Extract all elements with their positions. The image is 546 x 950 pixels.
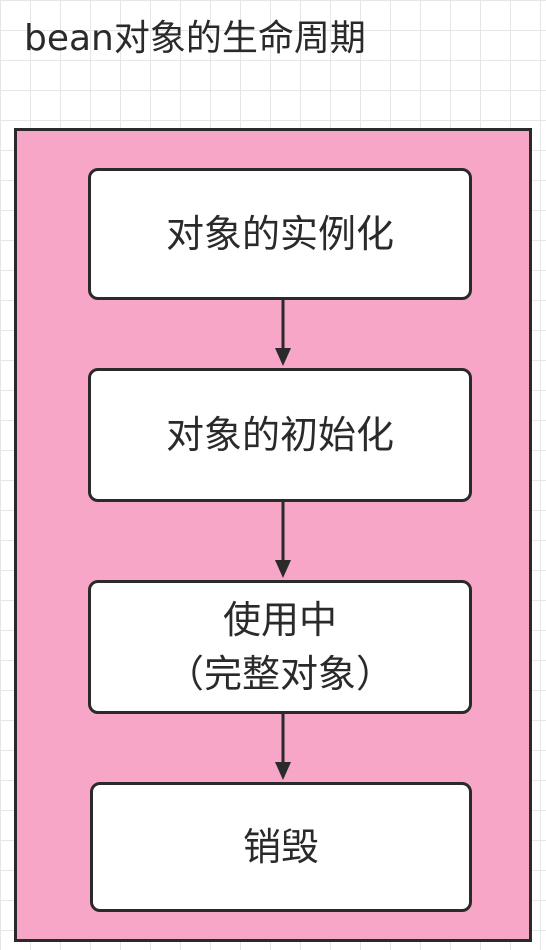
step-in-use: 使用中 （完整对象） bbox=[88, 580, 472, 714]
arrow-3 bbox=[275, 714, 291, 780]
step-instantiation-label: 对象的实例化 bbox=[165, 212, 394, 256]
step-destruction: 销毁 bbox=[90, 782, 472, 912]
arrow-2 bbox=[275, 502, 291, 578]
step-instantiation: 对象的实例化 bbox=[88, 168, 472, 300]
diagram-title: bean对象的生命周期 bbox=[24, 18, 366, 59]
step-in-use-sublabel: （完整对象） bbox=[165, 652, 394, 696]
step-initialization: 对象的初始化 bbox=[88, 368, 472, 502]
step-initialization-label: 对象的初始化 bbox=[165, 413, 394, 457]
step-destruction-label: 销毁 bbox=[242, 825, 319, 869]
arrow-1 bbox=[275, 300, 291, 366]
step-in-use-label: 使用中 bbox=[222, 598, 337, 642]
